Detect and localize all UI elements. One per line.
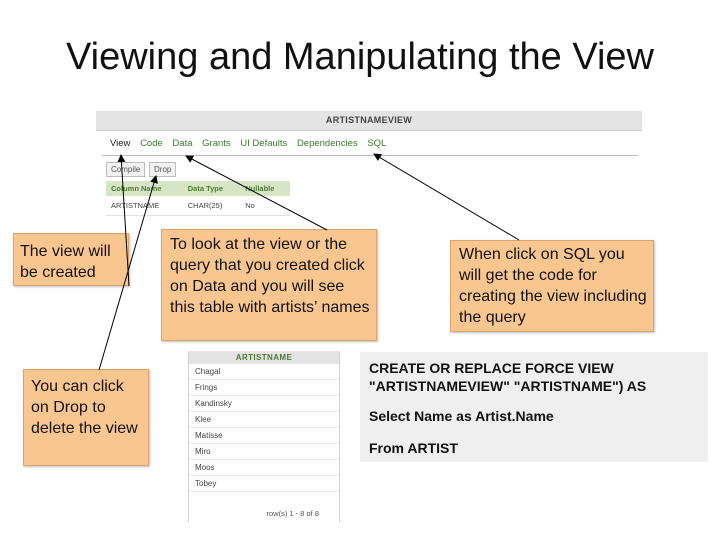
drop-button[interactable]: Drop — [149, 162, 177, 177]
callout-data-tab: To look at the view or the query that yo… — [161, 229, 377, 341]
list-item: Klee — [189, 412, 339, 428]
callout-sql-tab: When click on SQL you will get the code … — [450, 240, 654, 332]
callout-view-created: The view will be created — [13, 233, 129, 286]
list-item: Frings — [189, 380, 339, 396]
table-cell: No — [240, 196, 290, 216]
sql-line: Select Name as Artist.Name — [369, 408, 554, 424]
list-item: Moos — [189, 460, 339, 476]
column-header: Column Name — [106, 181, 183, 196]
tab-code[interactable]: Code — [140, 138, 163, 149]
artist-names-list: Chagal Frings Kandinsky Klee Matisse Mir… — [189, 364, 339, 492]
list-item: Matisse — [189, 428, 339, 444]
tab-dependencies[interactable]: Dependencies — [296, 138, 358, 149]
columns-table: Column Name Data Type Nullable ARTISTNAM… — [106, 181, 290, 216]
tab-data[interactable]: Data — [172, 138, 193, 149]
callout-drop: You can click on Drop to delete the view — [23, 369, 149, 466]
compile-button[interactable]: Compile — [106, 162, 146, 177]
view-tabs: View Code Data Grants UI Defaults Depend… — [110, 138, 393, 152]
sql-line: CREATE OR REPLACE FORCE VIEW — [369, 360, 614, 376]
table-cell: CHAR(25) — [182, 196, 241, 216]
view-name-header: ARTISTNAMEVIEW — [96, 111, 642, 131]
artist-names-panel: ARTISTNAME Chagal Frings Kandinsky Klee … — [188, 351, 340, 522]
pagination-text: row(s) 1 - 8 of 8 — [266, 509, 319, 518]
tab-grants[interactable]: Grants — [202, 138, 231, 149]
list-item: Kandinsky — [189, 396, 339, 412]
table-header-row: Column Name Data Type Nullable — [106, 181, 290, 196]
tab-view[interactable]: View — [110, 138, 131, 149]
sql-line: From ARTIST — [369, 440, 458, 456]
sql-line: "ARTISTNAMEVIEW" "ARTISTNAME") AS — [369, 378, 647, 394]
tab-ui-defaults[interactable]: UI Defaults — [240, 138, 288, 149]
table-row: ARTISTNAME CHAR(25) No — [106, 196, 290, 216]
table-cell: ARTISTNAME — [106, 196, 183, 216]
tab-sql[interactable]: SQL — [367, 138, 387, 149]
list-item: Chagal — [189, 364, 339, 380]
column-header: Nullable — [240, 181, 290, 196]
slide-title: Viewing and Manipulating the View — [66, 36, 654, 78]
sql-code-panel: CREATE OR REPLACE FORCE VIEW "ARTISTNAME… — [360, 352, 708, 462]
list-item: Tobey — [189, 476, 339, 492]
artist-name-column-header: ARTISTNAME — [189, 351, 339, 364]
view-detail-panel: ARTISTNAMEVIEW View Code Data Grants UI … — [96, 111, 642, 219]
column-header: Data Type — [182, 181, 241, 196]
tab-divider — [102, 155, 638, 156]
list-item: Miro — [189, 444, 339, 460]
